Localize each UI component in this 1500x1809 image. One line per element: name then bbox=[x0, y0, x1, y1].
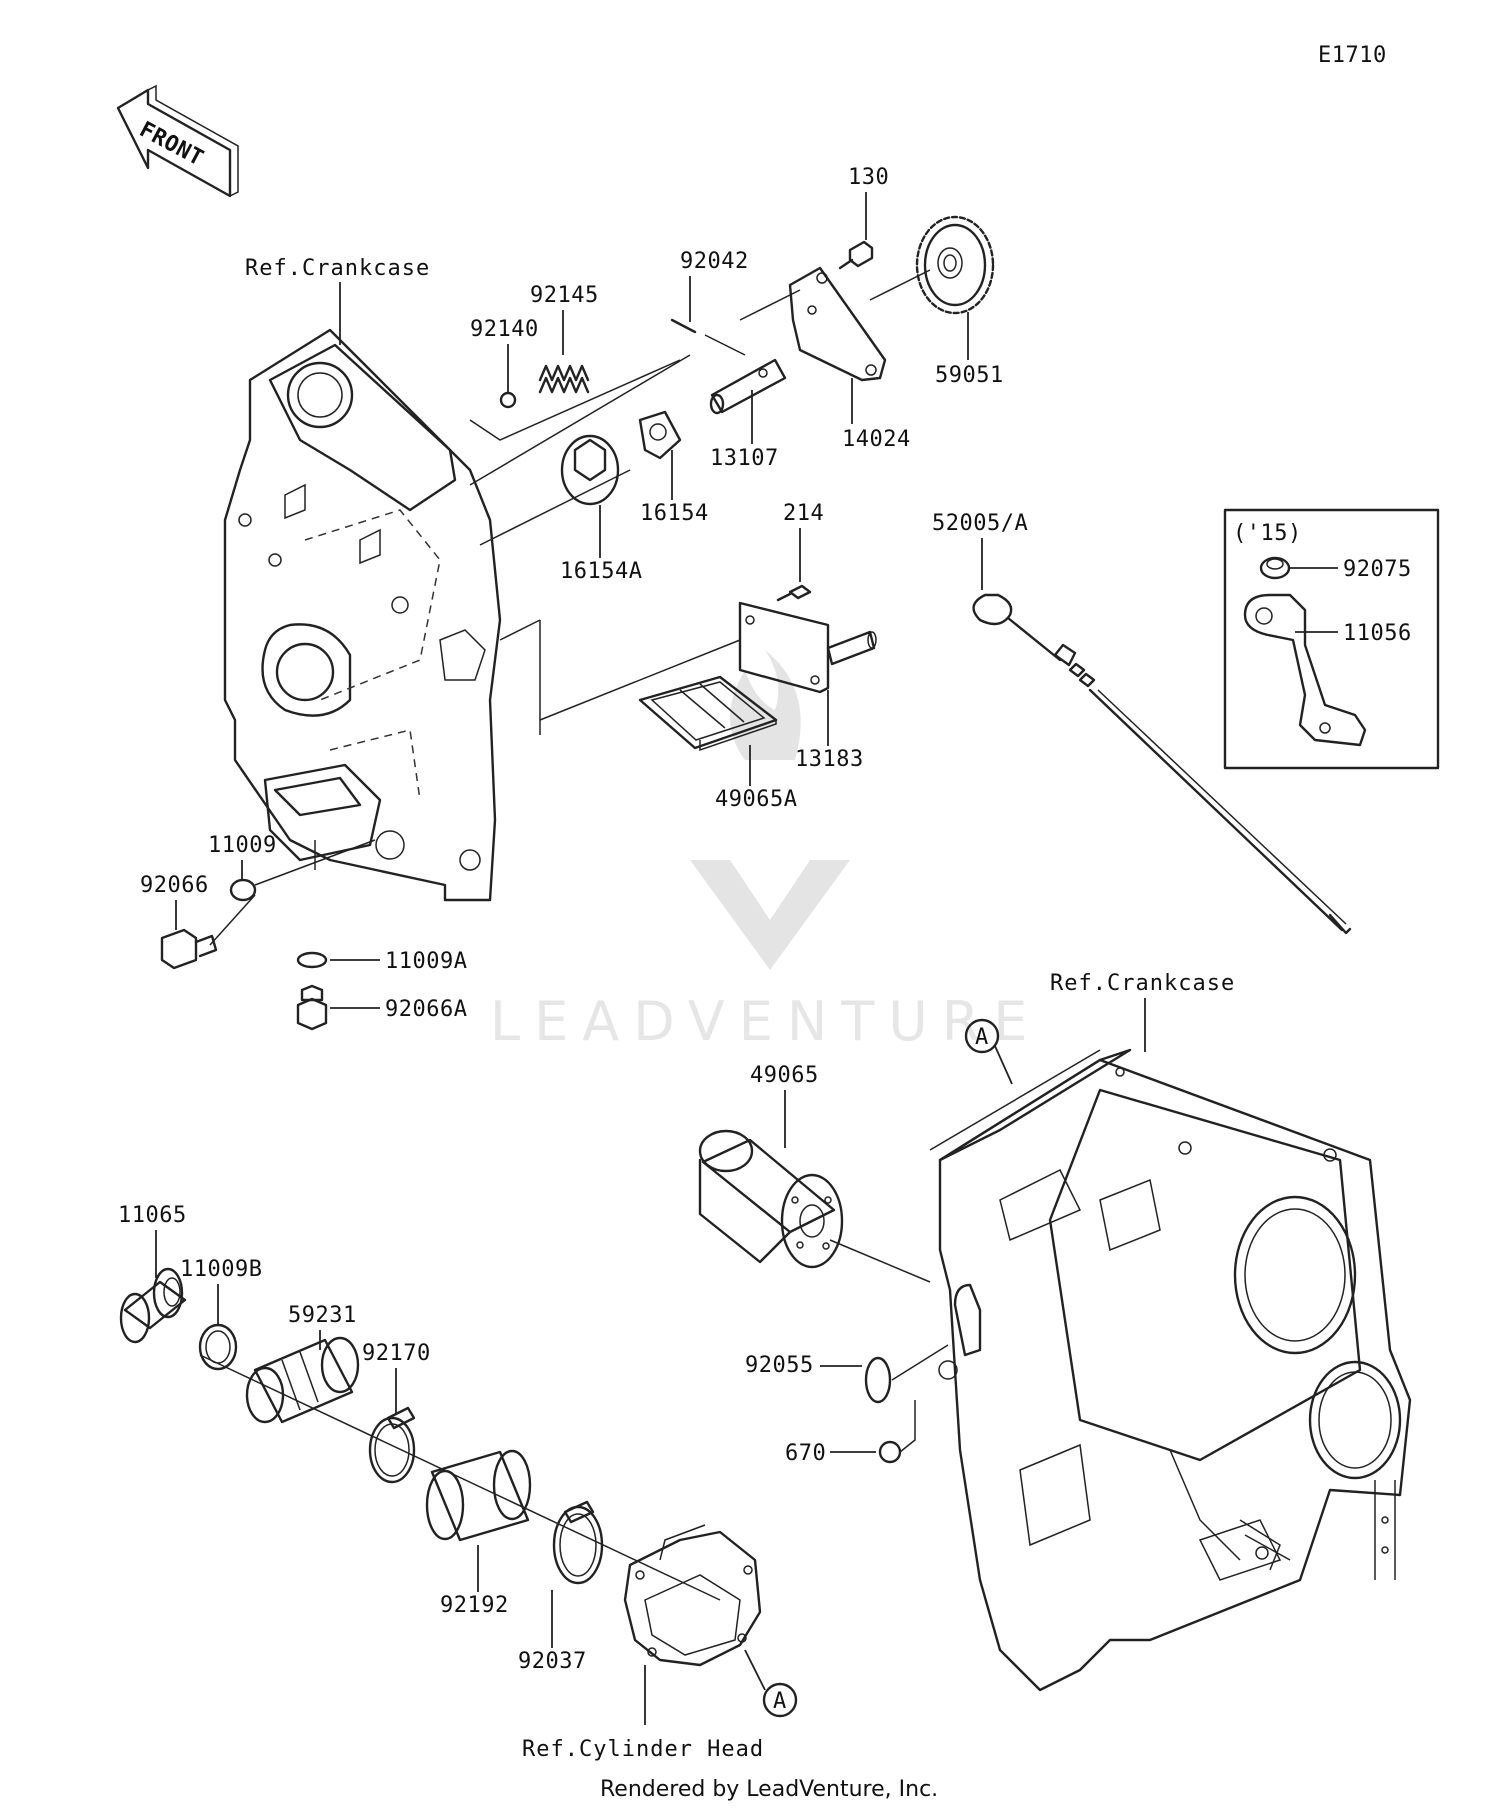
bolt-214-icon bbox=[776, 584, 812, 602]
diagram-code: E1710 bbox=[1318, 43, 1387, 68]
hose-clamp-92170-icon bbox=[368, 1406, 416, 1484]
dipstick-icon bbox=[972, 593, 1352, 935]
ref-cylinder-head: Ref.Cylinder Head bbox=[522, 1737, 764, 1762]
watermark-text: LEADVENTURE bbox=[490, 990, 1041, 1053]
washer-11009-icon bbox=[229, 878, 257, 902]
callout-A-lower: A bbox=[762, 1682, 798, 1718]
inner-rotor-icon bbox=[638, 410, 682, 460]
label-92037: 92037 bbox=[518, 1649, 587, 1674]
label-11009B: 11009B bbox=[180, 1257, 262, 1282]
label-16154: 16154 bbox=[640, 501, 709, 526]
crankcase-drawing bbox=[929, 1048, 1412, 1692]
washer-11009A-icon bbox=[296, 951, 328, 969]
label-11009: 11009 bbox=[208, 833, 277, 858]
hose-clamp-92037-icon bbox=[552, 1500, 604, 1585]
label-92145: 92145 bbox=[530, 283, 599, 308]
svg-text:A: A bbox=[975, 1025, 989, 1050]
pump-cover-icon bbox=[788, 266, 887, 382]
label-14024: 14024 bbox=[842, 427, 911, 452]
label-92140: 92140 bbox=[470, 317, 539, 342]
oil-pump-rotor-icon bbox=[560, 434, 620, 506]
label-670: 670 bbox=[785, 1441, 826, 1466]
label-52005A: 52005/A bbox=[932, 511, 1028, 536]
ref-crankcase-right: Ref.Crankcase bbox=[1050, 971, 1235, 996]
label-11009A: 11009A bbox=[385, 949, 467, 974]
drain-plug-92066A-icon bbox=[296, 984, 328, 1031]
label-16154A: 16154A bbox=[560, 559, 642, 584]
timing-cover-drawing bbox=[223, 328, 502, 902]
oil-strainer-icon bbox=[638, 675, 778, 752]
oil-filter-icon bbox=[698, 1129, 844, 1269]
washer-11009B-icon bbox=[198, 1323, 238, 1371]
label-92075: 92075 bbox=[1343, 557, 1412, 582]
oring-92055-icon bbox=[864, 1356, 892, 1404]
label-92066: 92066 bbox=[140, 873, 209, 898]
label-92042: 92042 bbox=[680, 249, 749, 274]
label-49065: 49065 bbox=[750, 1063, 819, 1088]
footer-credit: Rendered by LeadVenture, Inc. bbox=[600, 1777, 938, 1802]
intake-manifold-icon bbox=[623, 1524, 762, 1667]
oil-pump-gear-icon bbox=[915, 215, 995, 315]
label-59051: 59051 bbox=[935, 363, 1004, 388]
label-49065A: 49065A bbox=[715, 787, 797, 812]
label-92170: 92170 bbox=[362, 1341, 431, 1366]
hose-92192-icon bbox=[425, 1449, 532, 1542]
label-214: 214 bbox=[783, 501, 824, 526]
variant-box-label: ('15) bbox=[1233, 521, 1302, 546]
tube-59231-icon bbox=[245, 1336, 360, 1424]
label-92192: 92192 bbox=[440, 1593, 509, 1618]
pump-shaft-icon bbox=[709, 358, 787, 415]
relief-ball-icon bbox=[499, 391, 517, 409]
bolt-130-icon bbox=[838, 240, 874, 270]
svg-text:A: A bbox=[773, 1689, 787, 1714]
drain-plug-92066-icon bbox=[160, 928, 218, 970]
label-13183: 13183 bbox=[795, 747, 864, 772]
bracket-icon bbox=[1243, 593, 1367, 747]
variant-box-15 bbox=[1223, 508, 1440, 770]
relief-spring-icon bbox=[538, 364, 590, 394]
label-13107: 13107 bbox=[710, 446, 779, 471]
label-92066A: 92066A bbox=[385, 997, 467, 1022]
callout-A-upper: A bbox=[964, 1018, 1000, 1054]
pin-icon bbox=[670, 318, 697, 334]
label-130: 130 bbox=[848, 165, 889, 190]
label-92055: 92055 bbox=[745, 1353, 814, 1378]
label-59231: 59231 bbox=[288, 1303, 357, 1328]
oring-670-icon bbox=[878, 1440, 902, 1464]
bearing-icon bbox=[119, 1267, 187, 1344]
label-11056: 11056 bbox=[1343, 621, 1412, 646]
strainer-plate-icon bbox=[738, 601, 877, 694]
ref-crankcase-left: Ref.Crankcase bbox=[245, 256, 430, 281]
grommet-icon bbox=[1259, 556, 1291, 580]
watermark-logo: LEADVENTURE bbox=[490, 650, 1041, 1053]
label-11065: 11065 bbox=[118, 1203, 187, 1228]
front-arrow-icon: FRONT bbox=[116, 84, 239, 198]
